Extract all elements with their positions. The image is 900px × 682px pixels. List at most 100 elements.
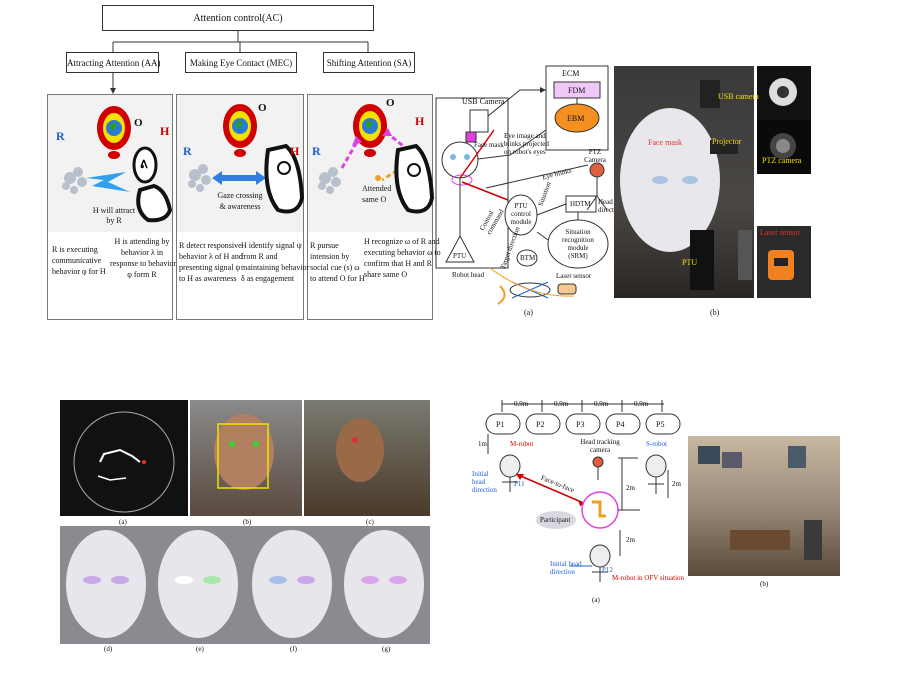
branch-aa: Attracting Attention (AA) xyxy=(66,52,161,73)
distance-1: 0.9m xyxy=(514,400,529,408)
eye-image-label: Eye image and blinks projected on robot'… xyxy=(504,132,549,156)
photo-caption: (b) xyxy=(710,308,720,317)
two-m-b: 2m xyxy=(672,480,681,488)
one-m-label: 1m xyxy=(478,440,487,448)
ptu-control-label: PTU control module xyxy=(510,202,532,226)
aa-r-label: R xyxy=(56,129,65,143)
lightning-icon-aa xyxy=(86,172,130,192)
mec-r-label: R xyxy=(183,144,192,158)
position-p4: P4 xyxy=(616,420,625,429)
mec-h-label: H xyxy=(290,144,300,158)
photo-ptz-camera: PTZ camera xyxy=(762,156,802,165)
ptz-camera-label: PTZ Camera xyxy=(584,148,606,164)
gaze-arrow-icon xyxy=(212,171,266,185)
face-caption-a: (a) xyxy=(119,518,127,526)
aa-h-label: H xyxy=(160,124,170,138)
fdm-label: FDM xyxy=(568,86,586,95)
system-caption: (a) xyxy=(524,308,533,317)
position-p2: P2 xyxy=(536,420,545,429)
usb-camera-label: USB Camera xyxy=(462,97,505,106)
initial-head-1: Initial head direction xyxy=(472,470,497,494)
photo-usb-camera: USB camera xyxy=(718,92,759,101)
sa-r-label: R xyxy=(312,144,321,158)
face-caption-b: (b) xyxy=(243,518,252,526)
mec-gaze-label: Gaze crossing & awareness xyxy=(217,191,263,211)
globe-icon-sa xyxy=(353,104,387,157)
laser-scan-image xyxy=(60,400,188,516)
layout-caption-b: (b) xyxy=(760,580,769,588)
m-robot-label: M-robot xyxy=(510,440,534,448)
mec-r-detect: R detect responsive behavior λ of H and … xyxy=(179,241,243,283)
position-p3: P3 xyxy=(576,420,585,429)
participant-label: Participant xyxy=(540,516,571,524)
face-mask-label: Face mask xyxy=(474,141,504,149)
distance-2: 0.9m xyxy=(554,400,569,408)
sa-r-pursue: R pursue intension by social cue (s) ω t… xyxy=(310,241,365,283)
photo-ptu: PTU xyxy=(682,258,698,267)
two-m-c: 2m xyxy=(626,536,635,544)
aa-h-will-attract: H will attract by R xyxy=(92,206,136,225)
btm-label: BTM xyxy=(520,254,536,262)
sa-attended: Attended same O xyxy=(362,184,392,204)
aa-r-exec: R is executing communicative behavior φ … xyxy=(52,245,106,276)
ac-title-box: Attention control(AC) xyxy=(102,5,374,31)
robot-icon-aa xyxy=(62,167,87,194)
branch-sa: Shifting Attention (SA) xyxy=(323,52,415,73)
distance-3: 0.9m xyxy=(594,400,609,408)
face-caption-f: (f) xyxy=(290,645,297,653)
hdtm-label: HDTM xyxy=(570,200,591,208)
p11-label: P11 xyxy=(514,480,525,488)
srm-label: Situation recognition module (SRM) xyxy=(562,228,594,260)
branch-mec: Making Eye Contact (MEC) xyxy=(185,52,297,73)
svg-text:ᕕ: ᕕ xyxy=(140,159,148,171)
head-tracking-label: Head tracking camera xyxy=(580,438,620,454)
photo-projector: Projector xyxy=(712,137,742,146)
human-icon-sa xyxy=(394,143,435,214)
branch-aa-label: Attracting Attention (AA) xyxy=(67,58,161,68)
mec-o-label: O xyxy=(258,102,267,114)
ebm-label: EBM xyxy=(567,114,585,123)
ptu-label: PTU xyxy=(453,252,467,260)
distance-4: 0.9m xyxy=(634,400,649,408)
photo-face-mask: Face mask xyxy=(648,138,682,147)
globe-icon-aa xyxy=(97,106,131,159)
face-caption-c: (c) xyxy=(366,518,374,526)
sa-h-recognize: H recognize ω of R and executing behavio… xyxy=(364,237,441,279)
layout-caption-a: (a) xyxy=(592,596,600,604)
s-robot-label: S-robot xyxy=(646,440,667,448)
robot-icon-mec xyxy=(188,164,211,192)
face-caption-g: (g) xyxy=(382,645,391,653)
ecm-label: ECM xyxy=(562,69,580,78)
robot-head-label: Robot head xyxy=(452,271,485,279)
human-icon-aa: ᕕ xyxy=(132,146,173,223)
position-p5: P5 xyxy=(656,420,665,429)
m-robot-ofv-label: M-robot in OFV situation xyxy=(612,574,685,582)
sa-o-label: O xyxy=(386,97,395,109)
aa-h-attending: H is attending by behavior λ in response… xyxy=(110,237,177,279)
laser-sensor-label: Laser sensor xyxy=(556,272,592,280)
initial-head-2: Initial head direction xyxy=(550,560,582,576)
photo-laser-sensor: Laser sensor xyxy=(760,228,801,237)
ac-title: Attention control(AC) xyxy=(193,13,283,24)
branch-sa-label: Shifting Attention (SA) xyxy=(326,58,412,68)
two-m-a: 2m xyxy=(626,484,635,492)
p12-label: P12 xyxy=(602,566,613,574)
position-p1: P1 xyxy=(496,420,505,429)
sa-h-label: H xyxy=(415,114,425,128)
robot-icon-sa xyxy=(318,167,341,194)
aa-o-label: O xyxy=(134,117,143,129)
face-caption-e: (e) xyxy=(196,645,204,653)
human-icon-mec xyxy=(264,143,305,214)
mec-h-identify: H identify signal ψ from R and maintaini… xyxy=(241,241,310,283)
